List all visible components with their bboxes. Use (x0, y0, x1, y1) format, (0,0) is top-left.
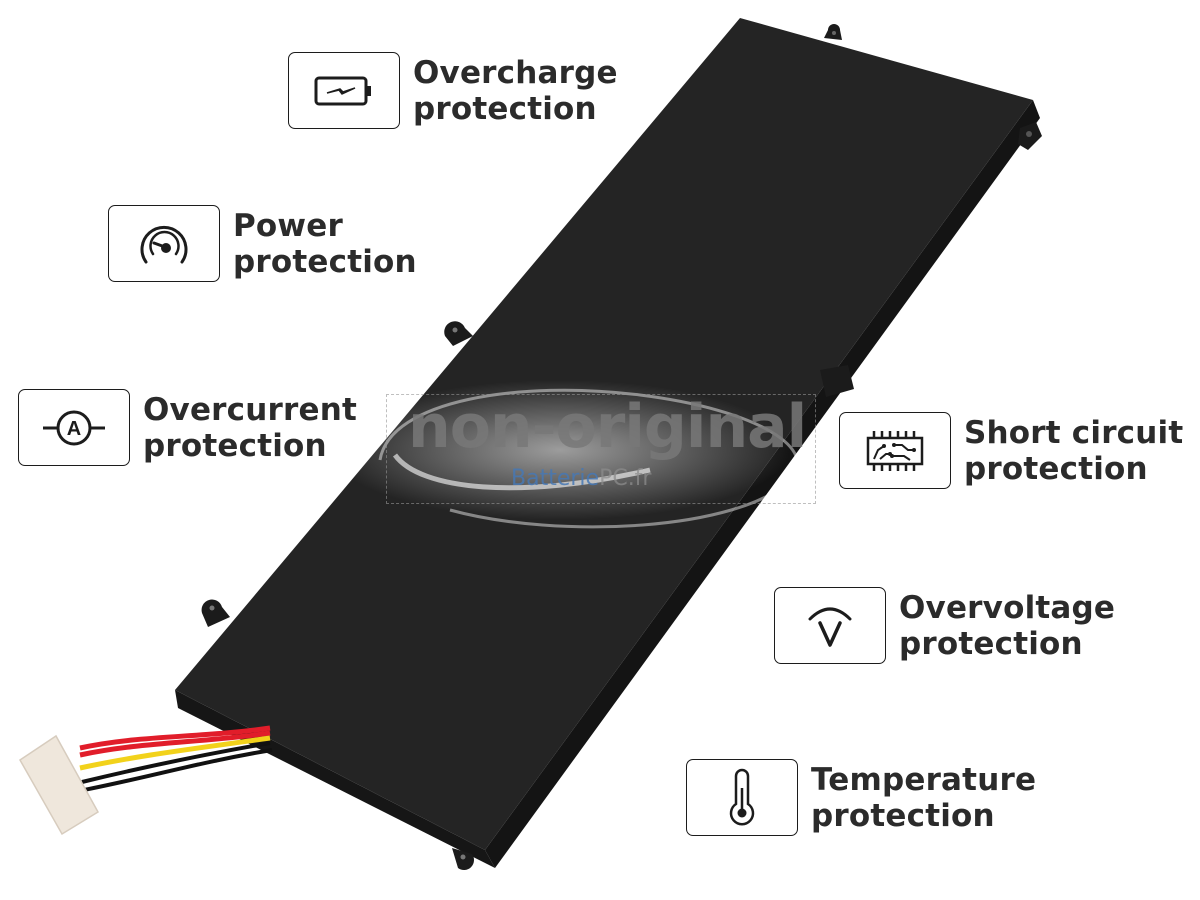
icon-box: A (18, 389, 130, 466)
icon-box (288, 52, 400, 129)
feature-label: Overvoltage protection (899, 589, 1116, 662)
feature-power: Power protection (108, 205, 417, 282)
icon-box (686, 759, 798, 836)
feature-overcharge: Overcharge protection (288, 52, 618, 129)
watermark-text: non-original (408, 392, 807, 462)
thermometer-icon (729, 768, 755, 825)
svg-text:A: A (67, 418, 81, 440)
feature-overcurrent: A Overcurrent protection (18, 389, 357, 466)
feature-label: Temperature protection (811, 761, 1037, 834)
battery-charging-icon (314, 76, 371, 105)
icon-box (774, 587, 886, 664)
feature-short-circuit: Short circuit protection (839, 412, 1183, 489)
cable-connector (19, 734, 100, 836)
feature-label: Power protection (233, 207, 417, 280)
battery-cable (79, 725, 273, 792)
feature-overvoltage: Overvoltage protection (774, 587, 1115, 664)
gauge-icon (140, 225, 188, 263)
feature-label: Overcharge protection (413, 54, 618, 127)
voltage-icon (808, 607, 852, 647)
mounting-tabs (201, 24, 1042, 871)
watermark-brand: BatteriePC.fr (511, 466, 652, 491)
icon-box (839, 412, 951, 489)
watermark-frame (386, 394, 816, 504)
feature-label: Overcurrent protection (143, 391, 358, 464)
feature-label: Short circuit protection (964, 414, 1184, 487)
feature-temperature: Temperature protection (686, 759, 1036, 836)
circuit-chip-icon (866, 430, 924, 471)
ammeter-icon: A (43, 410, 105, 445)
icon-box (108, 205, 220, 282)
